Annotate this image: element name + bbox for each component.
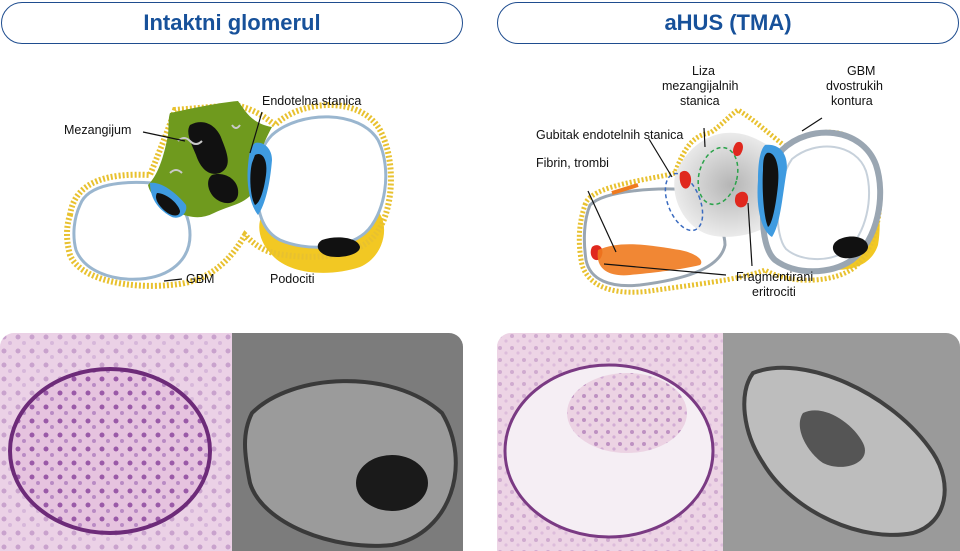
label-gbm-double-3: kontura: [831, 94, 873, 108]
label-podocytes: Podociti: [270, 272, 314, 286]
intact-electron-micrograph: [232, 333, 463, 551]
label-fibrin-thrombi: Fibrin, trombi: [536, 156, 609, 170]
intact-micrographs: [0, 333, 463, 551]
capillary-right: [255, 115, 388, 249]
erythrocyte-fragment-2: [679, 170, 692, 189]
endothelial-nucleus-left: [155, 193, 180, 216]
mesangial-nucleus-2: [208, 174, 239, 204]
label-mesangiolysis-3: stanica: [680, 94, 720, 108]
label-fragmented-2: eritrociti: [752, 285, 796, 299]
title-intact-glomerulus: Intaktni glomerul: [1, 2, 463, 44]
ahus-micrographs: [497, 333, 960, 551]
label-gbm-double-1: GBM: [847, 64, 875, 78]
label-mesangium: Mezangijum: [64, 123, 131, 137]
mesangial-nucleus-1: [188, 122, 228, 174]
title-ahus-text: aHUS (TMA): [664, 10, 792, 35]
fibrin-thrombi: [597, 244, 702, 276]
ahus-histology-image: [497, 333, 723, 551]
ahus-electron-micrograph: [723, 333, 960, 551]
label-endothelial-loss: Gubitak endotelnih stanica: [536, 128, 683, 142]
ahus-podocyte-nucleus: [832, 236, 868, 259]
fibrin-strand: [611, 183, 639, 195]
title-ahus: aHUS (TMA): [497, 2, 959, 44]
intact-histology-image: [0, 333, 232, 551]
label-mesangiolysis-1: Liza: [692, 64, 715, 78]
label-fragmented-1: Fragmentirani: [736, 270, 813, 284]
label-mesangiolysis-2: mezangijalnih: [662, 79, 738, 93]
label-endothelial-cell: Endotelna stanica: [262, 94, 361, 108]
erythrocyte-fragment-3: [734, 191, 749, 208]
ahus-diagram: Liza mezangijalnih stanica GBM dvostruki…: [490, 55, 960, 315]
label-gbm: GBM: [186, 272, 214, 286]
intact-glomerulus-diagram: Mezangijum Endotelna stanica GBM Podocit…: [0, 55, 470, 315]
podocyte-nucleus: [317, 237, 360, 257]
erythrocyte-fragment-1: [733, 141, 743, 157]
label-gbm-double-2: dvostrukih: [826, 79, 883, 93]
endothelial-nucleus: [250, 153, 267, 205]
endothelial-loss-ellipse: [664, 172, 704, 232]
ahus-endothelial-nucleus: [762, 152, 779, 227]
title-intact-text: Intaktni glomerul: [143, 10, 321, 35]
